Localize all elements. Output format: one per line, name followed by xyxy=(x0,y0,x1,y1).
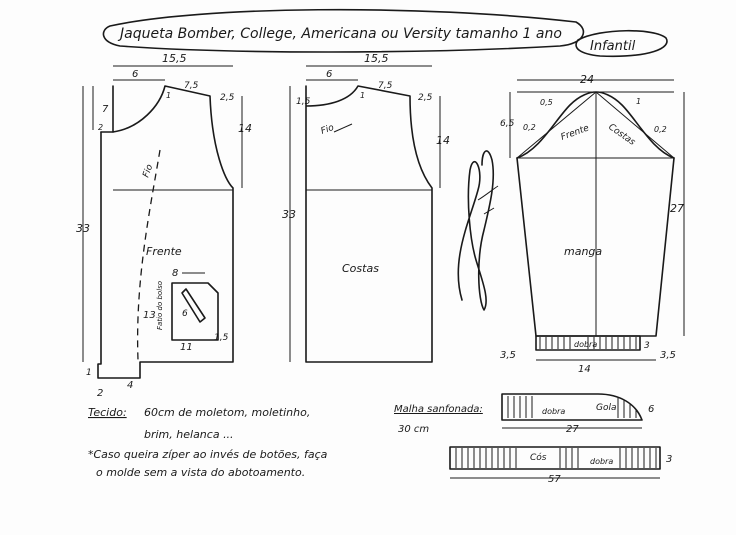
back-neck-depth-dim: 1,5 xyxy=(296,97,311,107)
size-badge-outline xyxy=(575,29,668,58)
front-grainline xyxy=(136,149,161,361)
back-length-dim: 33 xyxy=(282,208,296,221)
pocket-slant-dim: 6 xyxy=(182,309,188,319)
sleeve-bottom-width-dim: 14 xyxy=(578,364,591,375)
zip-note-line-2: o molde sem a vista do abotoamento. xyxy=(96,466,305,479)
title-cloud-outline xyxy=(102,8,585,53)
sleeve-top-width-dim: 24 xyxy=(580,73,594,86)
waistband-fold-label: dobra xyxy=(590,457,613,466)
front-length-dim: 33 xyxy=(76,222,90,235)
waistband-width-dim: 57 xyxy=(548,474,561,485)
sleeve-piece: Frente Costas manga dobra 24 0,5 1 0,2 0… xyxy=(500,73,685,375)
collar-width-dim: 27 xyxy=(566,424,579,435)
sleeve-cap-right-dim: 0,2 xyxy=(654,125,667,134)
sleeve-cap-right-top-dim: 1 xyxy=(636,97,641,106)
front-piece-outline xyxy=(97,85,234,379)
rib-amount: 30 cm xyxy=(398,424,429,435)
sleeve-cap-height-dim: 6,5 xyxy=(500,119,515,129)
sleeve-cuff-hatch xyxy=(539,337,637,349)
pocket-bottom-dim: 11 xyxy=(180,342,193,353)
front-shoulder-dim: 7,5 xyxy=(184,81,199,91)
pocket-left-dim: 13 xyxy=(143,310,156,321)
notes: Tecido: 60cm de moletom, moletinho, brim… xyxy=(88,404,483,479)
pocket-top-dim: 8 xyxy=(172,268,178,279)
sleeve-cap-guide-left xyxy=(516,91,597,159)
size-badge-text: Infantil xyxy=(590,39,636,54)
sleeve-length-dim: 27 xyxy=(670,202,684,215)
sleeve-side-offset-left-dim: 3,5 xyxy=(500,350,516,361)
cuff-rib-lines xyxy=(539,337,637,349)
front-hem-step-h-dim: 1 xyxy=(86,368,92,378)
sleeve-cuff xyxy=(535,335,641,351)
front-grain-label: Fio xyxy=(141,163,155,179)
zip-note-line-1: *Caso queira zíper ao invés de botões, f… xyxy=(88,448,328,461)
fabric-line-2: brim, helanca ... xyxy=(144,428,234,441)
back-piece-outline xyxy=(305,85,433,363)
sleeve-cuff-height-dim: 3 xyxy=(644,341,650,351)
fabric-line-1: 60cm de moletom, moletinho, xyxy=(144,406,310,419)
waistband-rib-lines xyxy=(455,448,657,468)
sleeve-cuff-fold-label: dobra xyxy=(574,340,597,349)
signature-flourish xyxy=(477,185,499,215)
collar-rib-lines xyxy=(507,396,637,418)
size-badge: Infantil xyxy=(575,29,668,58)
collar-label: Gola xyxy=(596,403,617,413)
back-grain-label: Fio xyxy=(320,123,336,137)
front-armhole-dim: 14 xyxy=(238,122,252,135)
sleeve-cap-guide-right xyxy=(595,91,675,159)
title-group: Jaqueta Bomber, College, Americana ou Ve… xyxy=(102,8,585,53)
back-neck-width-dim: 6 xyxy=(326,69,332,80)
sleeve-piece-label: manga xyxy=(564,245,602,258)
waistband-outline xyxy=(449,446,661,470)
front-width-dim: 15,5 xyxy=(162,52,187,65)
back-width-dim: 15,5 xyxy=(364,52,389,65)
title-text: Jaqueta Bomber, College, Americana ou Ve… xyxy=(117,26,562,42)
pocket-outline xyxy=(171,282,219,341)
front-pocket: 8 13 Fatio do bolso 11 1,5 6 xyxy=(143,268,229,353)
back-piece: Fio Costas 15,5 6 7,5 2,5 1 1,5 14 33 xyxy=(282,52,450,363)
front-shoulder-drop-dim: 2,5 xyxy=(220,93,235,103)
back-shoulder-dim: 7,5 xyxy=(378,81,393,91)
pocket-right-dim: 1,5 xyxy=(214,333,229,343)
front-neck-small-dim: 1 xyxy=(166,91,171,100)
front-piece: Fio Frente 8 13 Fatio do bolso 11 1,5 6 … xyxy=(76,52,252,399)
signature xyxy=(457,150,499,311)
sleeve-cap-front-label: Frente xyxy=(560,123,591,143)
collar-fold-label: dobra xyxy=(542,407,565,416)
collar-height-dim: 6 xyxy=(648,404,654,415)
waistband-piece: Cós dobra 57 3 xyxy=(449,446,672,485)
sleeve-cap-back-label: Costas xyxy=(606,122,637,148)
rib-label: Malha sanfonada: xyxy=(394,404,483,415)
front-neck-step-dim: 2 xyxy=(98,123,103,132)
collar-outline xyxy=(501,393,643,421)
sleeve-side-offset-right-dim: 3,5 xyxy=(660,350,676,361)
front-piece-label: Frente xyxy=(146,245,182,258)
fabric-label: Tecido: xyxy=(88,406,127,419)
sleeve-cap-left-dim: 0,2 xyxy=(523,123,536,132)
pocket-welt xyxy=(181,288,206,323)
front-overlap-dim: 2 xyxy=(97,388,103,399)
front-neck-width-dim: 6 xyxy=(132,69,138,80)
collar-piece: dobra Gola 27 6 xyxy=(501,393,654,435)
back-shoulder-drop-dim: 2,5 xyxy=(418,93,433,103)
sleeve-cap-left-top-dim: 0,5 xyxy=(540,98,553,107)
front-hem-step-w-dim: 4 xyxy=(127,380,133,391)
back-piece-label: Costas xyxy=(342,262,379,275)
back-neck-small-dim: 1 xyxy=(360,91,365,100)
waistband-label: Cós xyxy=(530,452,547,463)
signature-scribble xyxy=(457,150,495,311)
waistband-height-dim: 3 xyxy=(666,454,672,465)
pocket-side-label: Fatio do bolso xyxy=(156,281,164,330)
back-grainline xyxy=(333,123,353,133)
back-armhole-dim: 14 xyxy=(436,134,450,147)
front-neck-depth-dim: 7 xyxy=(102,104,109,115)
